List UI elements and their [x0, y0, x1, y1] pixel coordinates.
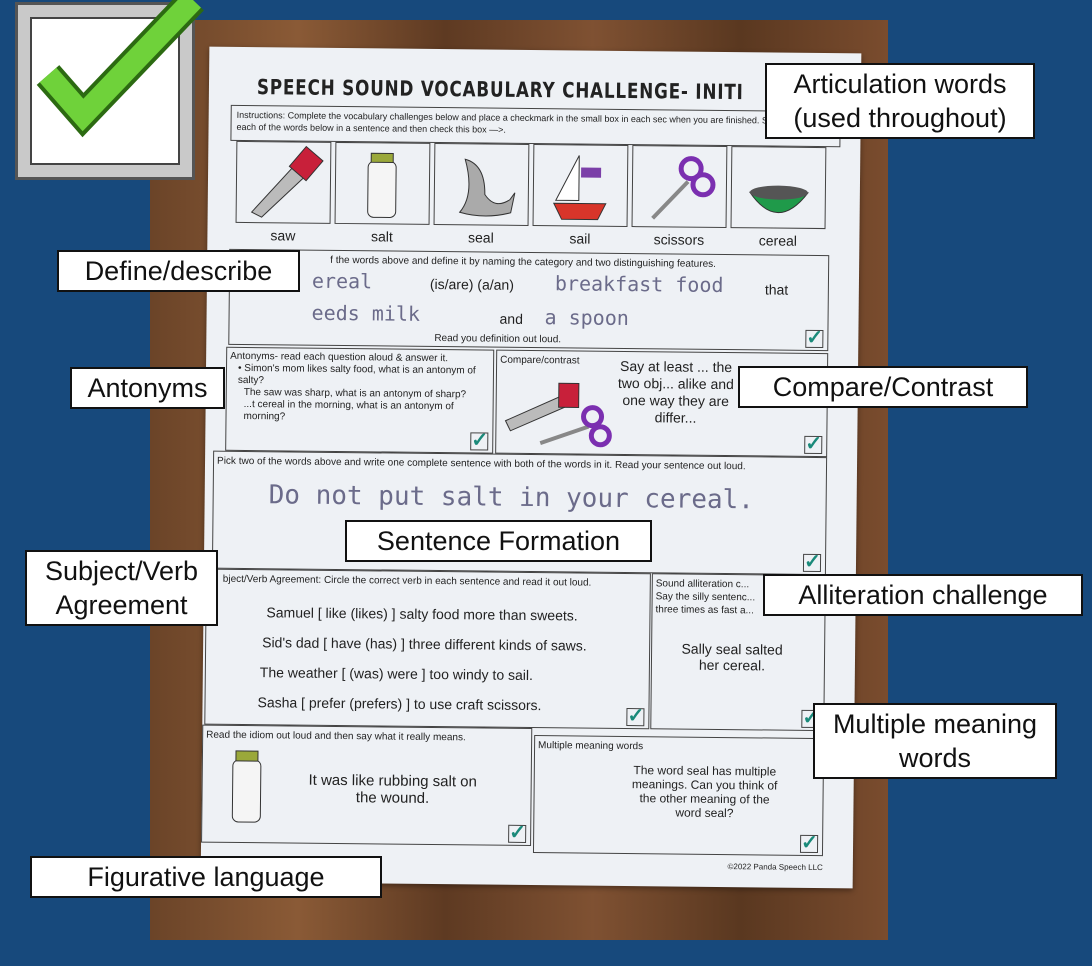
checkbox-antonyms[interactable]: ✓ — [470, 429, 489, 452]
antonym-question: • Simon's mom likes salty food, what is … — [237, 362, 476, 387]
label-articulation: Articulation words (used throughout) — [765, 63, 1035, 139]
define-answer-feature1: eeds milk — [311, 300, 421, 326]
salt-picture — [334, 141, 431, 225]
cereal-picture — [730, 146, 827, 230]
label-antonyms: Antonyms — [70, 367, 225, 409]
sentence-prompt: Pick two of the words above and write on… — [216, 455, 746, 473]
sv-sentence: Sid's dad [ have (has) ] three different… — [262, 634, 587, 654]
multiple-meaning-title: Multiple meaning words — [538, 740, 644, 753]
word-seal: seal — [467, 229, 494, 246]
saw-scissors-picture — [504, 382, 612, 448]
label-sentence: Sentence Formation — [345, 520, 652, 562]
define-isare: (is/are) (a/an) — [429, 275, 515, 293]
define-answer-category: breakfast food — [554, 271, 724, 298]
checkbox-define[interactable]: ✓ — [805, 326, 824, 350]
salt-picture — [231, 750, 262, 823]
copyright: ©2022 Panda Speech LLC — [727, 862, 823, 873]
define-answer-feature2: a spoon — [544, 305, 629, 331]
label-compare: Compare/Contrast — [738, 366, 1028, 408]
define-answer-category-word: ereal — [311, 268, 373, 294]
checkmark-logo-icon — [15, 0, 204, 180]
worksheet: SPEECH SOUND VOCABULARY CHALLENGE- INITI… — [200, 46, 862, 889]
word-scissors: scissors — [653, 231, 705, 248]
sv-sentence: The weather [ (was) were ] too windy to … — [259, 664, 534, 684]
define-read: Read you definition out loud. — [434, 332, 562, 346]
saw-picture — [235, 140, 332, 224]
subject-verb-section: bject/Verb Agreement: Circle the correct… — [204, 568, 651, 730]
idiom-text: It was like rubbing salt on the wound. — [308, 771, 477, 807]
label-subject-verb: Subject/Verb Agreement — [25, 550, 218, 626]
alliteration-text: Sally seal salted her cereal. — [681, 640, 783, 674]
sail-picture — [532, 144, 629, 227]
alliteration-title: Sound alliteration c... Say the silly se… — [655, 578, 756, 617]
sv-sentence: Sasha [ prefer (prefers) ] to use craft … — [257, 694, 542, 714]
scissors-picture — [631, 145, 728, 229]
label-multiple: Multiple meaning words — [813, 703, 1057, 779]
compare-section: Compare/contrast Say at least ... the tw… — [495, 349, 829, 458]
multiple-meaning-text: The word seal has multiple meanings. Can… — [631, 763, 778, 821]
define-that: that — [764, 281, 789, 298]
seal-picture — [433, 142, 530, 226]
word-salt: salt — [370, 228, 393, 245]
word-sail: sail — [569, 230, 591, 247]
sentence-answer: Do not put salt in your cereal. — [268, 480, 755, 516]
compare-text: Say at least ... the two obj... alike an… — [617, 357, 734, 426]
idiom-title: Read the idiom out loud and then say wha… — [206, 729, 466, 744]
define-and: and — [499, 310, 523, 327]
word-cereal: cereal — [758, 232, 798, 249]
checkbox-compare[interactable]: ✓ — [804, 432, 823, 456]
multiple-meaning-section: Multiple meaning words The word seal has… — [532, 735, 825, 857]
worksheet-title: SPEECH SOUND VOCABULARY CHALLENGE- INITI — [256, 75, 744, 105]
label-define: Define/describe — [57, 250, 300, 292]
checkbox-multiple-meaning[interactable]: ✓ — [799, 831, 819, 855]
word-saw: saw — [270, 227, 296, 244]
subject-verb-title: bject/Verb Agreement: Circle the correct… — [222, 573, 592, 589]
idiom-section: Read the idiom out loud and then say wha… — [201, 724, 533, 847]
sv-sentence: Samuel [ like (likes) ] salty food more … — [266, 604, 578, 624]
define-prompt: f the words above and define it by namin… — [330, 254, 716, 270]
antonyms-section: Antonyms- read each question aloud & ans… — [225, 346, 495, 454]
checkbox-subject-verb[interactable]: ✓ — [626, 705, 645, 728]
antonym-question: ...t cereal in the morning, what is an a… — [243, 398, 454, 423]
checkbox-idiom[interactable]: ✓ — [508, 821, 527, 844]
checkbox-sentence[interactable]: ✓ — [802, 550, 822, 574]
label-figurative: Figurative language — [30, 856, 382, 898]
label-alliteration: Alliteration challenge — [763, 574, 1083, 616]
define-section: f the words above and define it by namin… — [228, 248, 830, 352]
